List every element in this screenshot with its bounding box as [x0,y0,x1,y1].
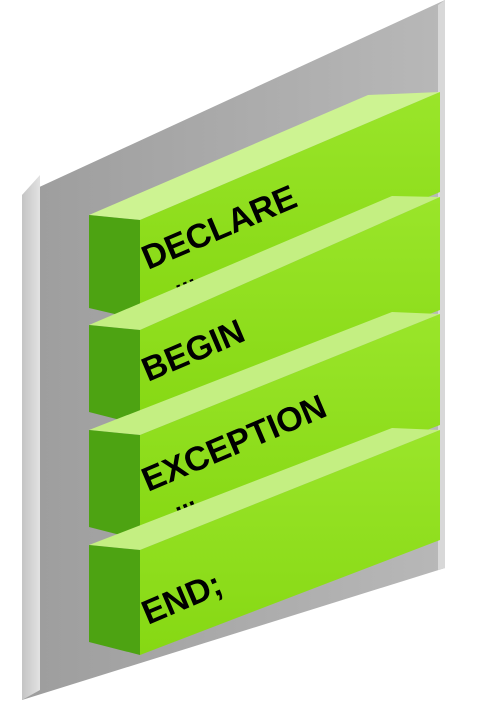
block-declare: DECLARE ... [89,92,440,320]
block-exception-front [140,314,440,540]
block-exception-side [89,430,140,540]
block-begin: BEGIN ... [89,196,440,425]
block-end-side [89,545,140,655]
block-begin-front [140,197,440,425]
block-begin-side [89,325,140,425]
block-declare-front [140,92,440,320]
block-exception: EXCEPTION ... [89,312,440,540]
block-end-front [140,430,440,655]
block-end-top [89,428,440,550]
block-declare-side [89,215,140,320]
block-stack: DECLARE ... BEGIN ... EXCEPTION ... END; [89,92,440,655]
block-exception-top [89,312,440,435]
block-begin-top [89,196,440,330]
back-panel-side [22,175,40,700]
block-declare-top [89,92,440,220]
block-end: END; [89,428,440,655]
